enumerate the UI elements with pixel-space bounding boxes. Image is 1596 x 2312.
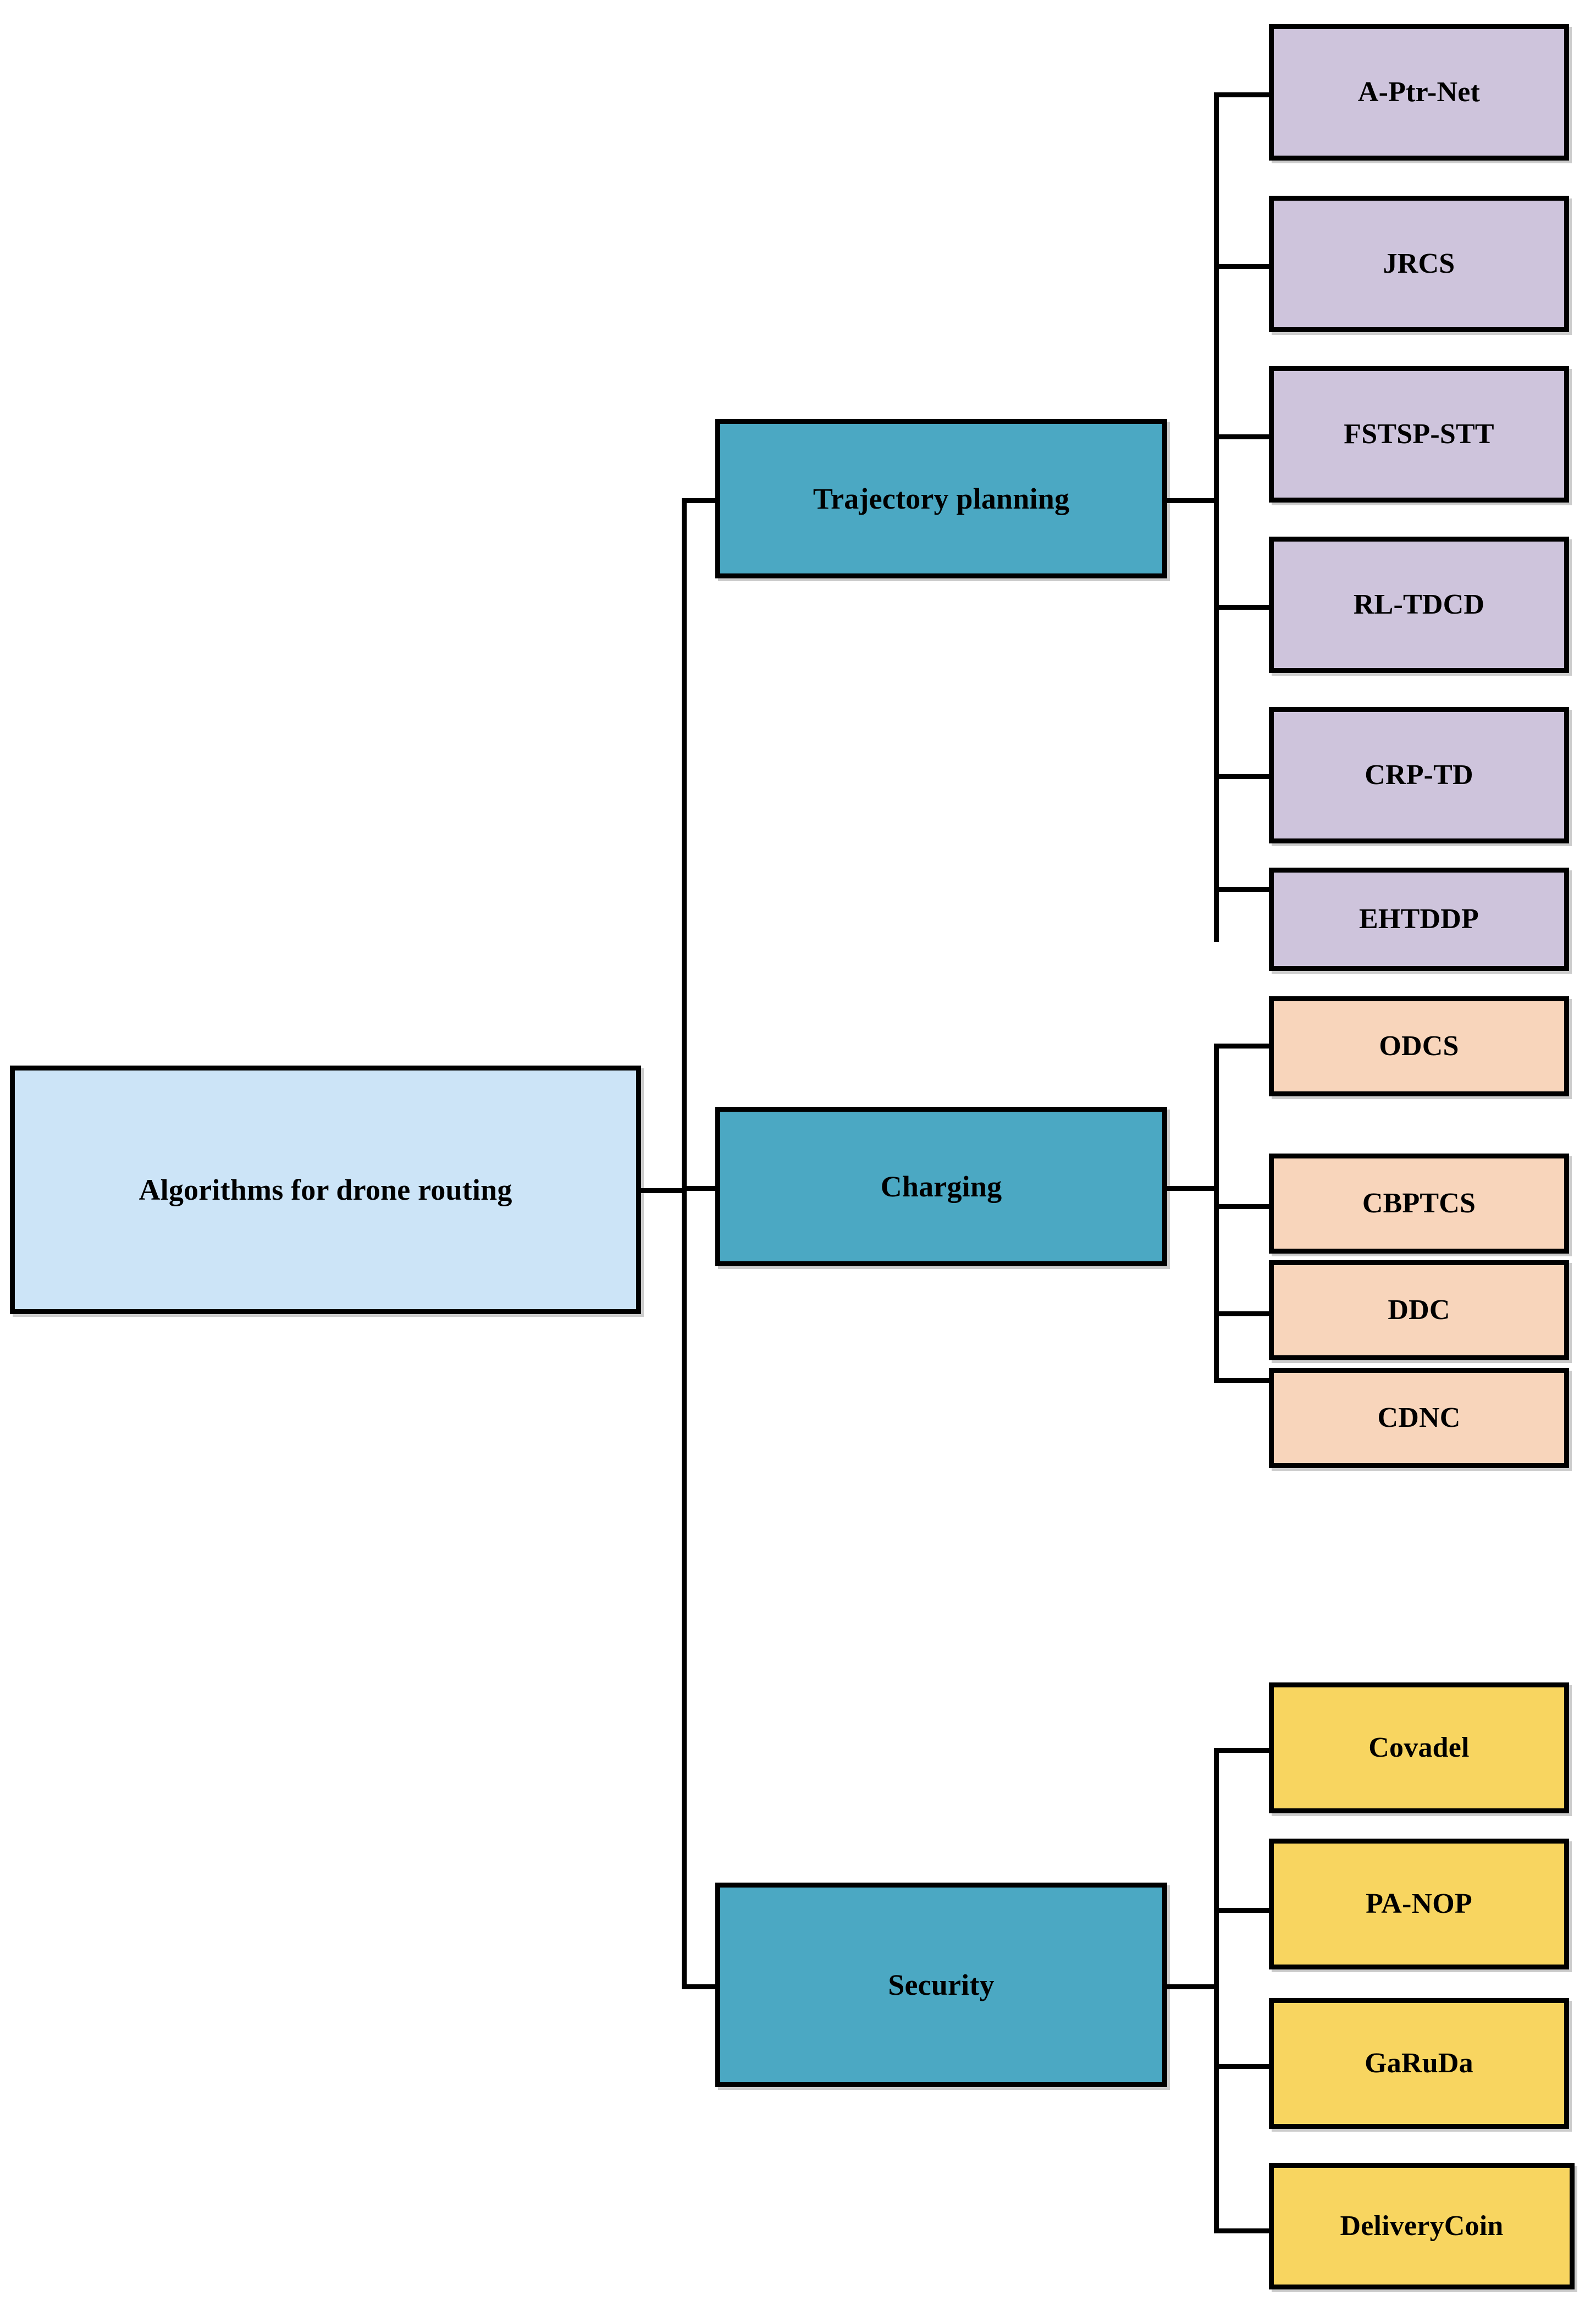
leaf-node-a-ptr-net[interactable]: A-Ptr-Net — [1269, 24, 1569, 161]
leaf-node-deliverycoin[interactable]: DeliveryCoin — [1269, 2163, 1575, 2289]
category-node-trajectory-planning[interactable]: Trajectory planning — [715, 419, 1167, 578]
connector-category-stub-trajectory — [682, 498, 718, 503]
leaf-node-garuda[interactable]: GaRuDa — [1269, 1998, 1569, 2129]
connector-category-stub-security — [682, 1984, 718, 1989]
leaf-node-covadel[interactable]: Covadel — [1269, 1682, 1569, 1813]
leaf-node-ehtddp[interactable]: EHTDDP — [1269, 868, 1569, 971]
connector-category-stub-charging — [682, 1186, 718, 1191]
connector-trajectory-leaf-5 — [1214, 887, 1272, 892]
connector-charging-spine — [1214, 1044, 1219, 1383]
connector-security-leaf-2 — [1214, 2064, 1272, 2069]
connector-charging-leaf-0 — [1214, 1044, 1272, 1049]
connector-trajectory-leaf-1 — [1214, 264, 1272, 269]
connector-security-leaf-1 — [1214, 1908, 1272, 1913]
connector-trajectory-spine — [1214, 92, 1219, 942]
leaf-node-crp-td[interactable]: CRP-TD — [1269, 707, 1569, 843]
leaf-node-cdnc[interactable]: CDNC — [1269, 1368, 1569, 1468]
connector-trajectory-out — [1166, 498, 1218, 503]
connector-trajectory-leaf-0 — [1214, 92, 1272, 97]
connector-charging-leaf-3 — [1214, 1378, 1272, 1383]
connector-trajectory-leaf-4 — [1214, 774, 1272, 779]
leaf-node-rl-tdcd[interactable]: RL-TDCD — [1269, 537, 1569, 673]
connector-charging-leaf-2 — [1214, 1311, 1272, 1316]
connector-security-spine — [1214, 1748, 1219, 2233]
leaf-node-pa-nop[interactable]: PA-NOP — [1269, 1839, 1569, 1969]
leaf-node-odcs[interactable]: ODCS — [1269, 996, 1569, 1096]
root-node-algorithms-for-drone-routing[interactable]: Algorithms for drone routing — [10, 1066, 641, 1314]
connector-security-leaf-0 — [1214, 1748, 1272, 1753]
leaf-node-jrcs[interactable]: JRCS — [1269, 196, 1569, 332]
connector-trajectory-leaf-3 — [1214, 605, 1272, 610]
connector-charging-leaf-1 — [1214, 1204, 1272, 1209]
leaf-node-cbptcs[interactable]: CBPTCS — [1269, 1154, 1569, 1254]
connector-security-leaf-3 — [1214, 2228, 1272, 2233]
connector-root-stub — [639, 1188, 687, 1193]
connector-root-spine — [682, 498, 687, 1989]
connector-security-out — [1166, 1984, 1218, 1989]
category-node-charging[interactable]: Charging — [715, 1107, 1167, 1266]
connector-trajectory-leaf-2 — [1214, 434, 1272, 439]
leaf-node-ddc[interactable]: DDC — [1269, 1260, 1569, 1360]
connector-charging-out — [1166, 1186, 1218, 1191]
category-node-security[interactable]: Security — [715, 1883, 1167, 2087]
leaf-node-fstsp-stt[interactable]: FSTSP-STT — [1269, 366, 1569, 503]
